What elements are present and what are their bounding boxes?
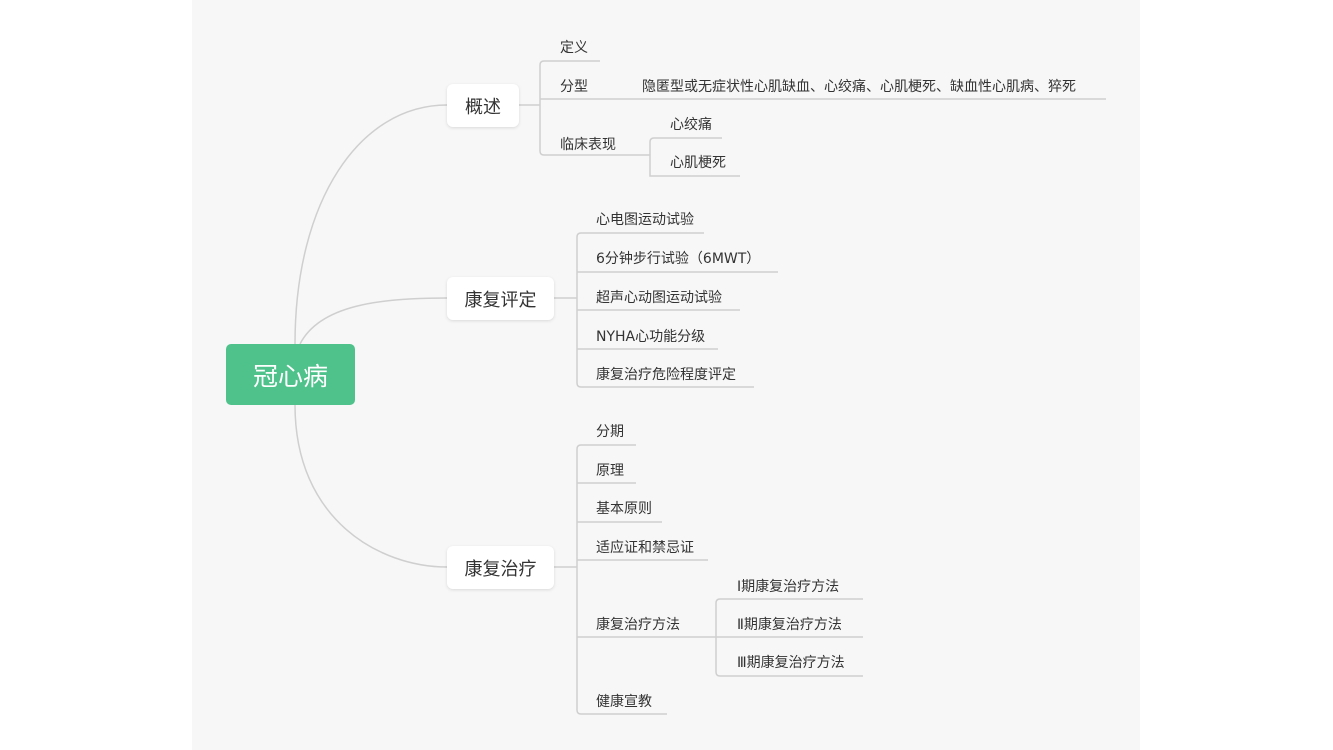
node-indications[interactable]: 适应证和禁忌证 xyxy=(596,540,694,556)
node-methods[interactable]: 康复治疗方法 xyxy=(596,617,680,633)
node-basic-principles[interactable]: 基本原则 xyxy=(596,501,652,517)
node-phase-1[interactable]: Ⅰ期康复治疗方法 xyxy=(737,579,840,595)
node-principle[interactable]: 原理 xyxy=(596,463,624,479)
node-classification-types[interactable]: 隐匿型或无症状性心肌缺血、心绞痛、心肌梗死、缺血性心肌病、猝死 xyxy=(642,79,1076,95)
node-nyha[interactable]: NYHA心功能分级 xyxy=(596,329,706,345)
node-mi[interactable]: 心肌梗死 xyxy=(670,155,726,171)
node-phase-2[interactable]: Ⅱ期康复治疗方法 xyxy=(737,617,842,633)
node-classification[interactable]: 分型 xyxy=(560,79,588,95)
node-staging[interactable]: 分期 xyxy=(596,424,624,440)
node-education[interactable]: 健康宣教 xyxy=(596,694,652,710)
branch-treatment[interactable]: 康复治疗 xyxy=(447,546,554,589)
branch-overview[interactable]: 概述 xyxy=(447,84,519,127)
node-risk[interactable]: 康复治疗危险程度评定 xyxy=(596,367,736,383)
node-ecg-test[interactable]: 心电图运动试验 xyxy=(596,212,694,228)
node-6mwt[interactable]: 6分钟步行试验（6MWT） xyxy=(596,251,761,267)
node-clinical[interactable]: 临床表现 xyxy=(560,137,616,153)
root-node[interactable]: 冠心病 xyxy=(226,344,355,405)
node-echo-test[interactable]: 超声心动图运动试验 xyxy=(596,290,722,306)
node-phase-3[interactable]: Ⅲ期康复治疗方法 xyxy=(737,655,845,671)
node-definition[interactable]: 定义 xyxy=(560,40,588,56)
branch-assessment[interactable]: 康复评定 xyxy=(447,277,554,320)
node-angina[interactable]: 心绞痛 xyxy=(670,117,712,133)
